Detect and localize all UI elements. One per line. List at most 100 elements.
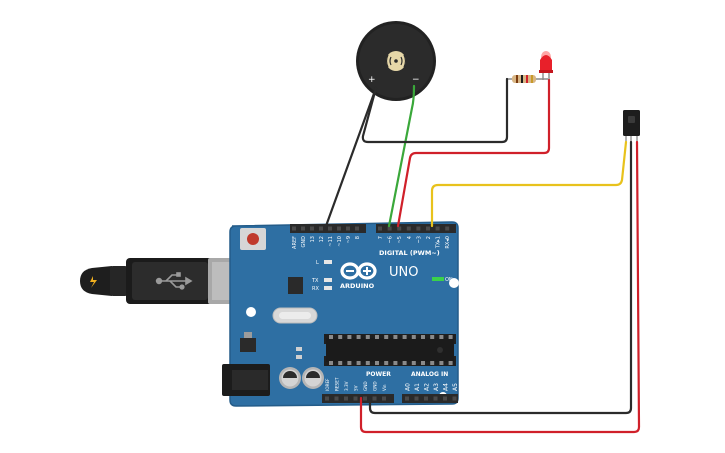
chip-leg [384,361,389,365]
capacitor [302,367,324,389]
chip-leg [365,361,370,365]
digital-pin-hole[interactable] [337,226,341,231]
on-label: ON [445,277,453,283]
chip-leg [439,361,444,365]
atmega-chip [324,334,456,366]
buzzer-plus-label: + [368,75,376,85]
wire-black-resistor-gnd[interactable] [361,77,509,144]
chip-leg [365,335,370,339]
digital-pin-label: ~11 [328,236,334,247]
analog-pin-hole[interactable] [452,396,457,401]
digital-pin-hole[interactable] [387,226,392,231]
piezo-buzzer[interactable]: + − [356,21,436,101]
analog-pin-label: A0 [405,383,412,391]
power-pin-label: Vin [382,384,387,391]
power-pin-hole[interactable] [334,396,339,401]
tx-led-label: TX [311,278,319,284]
wire-red-sensor-vcc[interactable] [359,140,641,434]
analog-pin-label: A2 [424,383,431,391]
chip-leg [356,335,361,339]
analog-pin-hole[interactable] [433,396,438,401]
power-pin-hole[interactable] [372,396,377,401]
power-pin-label: 3.3V [344,381,349,391]
analog-pin-label: A4 [443,383,450,391]
digital-pin-label: RX◂0 [445,236,451,249]
digital-pin-hole[interactable] [301,226,305,231]
l-led-label: L [316,260,319,266]
digital-pin-label: ~10 [337,236,343,247]
analog-pin-hole[interactable] [414,396,419,401]
power-jack[interactable] [222,364,270,396]
digital-pin-label: GND [301,236,307,248]
arduino-logo: ARDUINO UNO [340,262,418,290]
analog-pin-hole[interactable] [405,396,409,401]
voltage-regulator [240,332,256,352]
power-pin-label: IOREF [325,378,330,391]
digital-pin-hole[interactable] [310,226,314,231]
power-pin-hole[interactable] [382,396,386,401]
digital-pin-hole[interactable] [416,226,421,231]
wire-green-buzzer-pin[interactable] [387,84,416,228]
rx-led-label: RX [312,286,319,292]
digital-pin-label: ~5 [397,236,403,243]
digital-pin-hole[interactable] [435,226,440,231]
chip-leg [402,361,407,365]
digital-pin-hole[interactable] [406,226,411,231]
power-pin-hole[interactable] [344,396,348,401]
digital-pin-label: ~9 [346,236,352,243]
wire-yellow-sensor-signal[interactable] [430,140,628,228]
power-pin-label: 5V [354,385,359,391]
digital-pin-hole[interactable] [292,226,296,231]
power-label: POWER [366,371,391,378]
wire-red-led-pin[interactable] [396,78,551,228]
analog-pin-label: A1 [414,383,421,391]
digital-pin-label: 2 [426,236,432,239]
digital-pin-hole[interactable] [397,226,402,231]
digital-pin-label: 13 [310,236,316,242]
digital-pin-label: 8 [355,236,361,239]
digital-pin-hole[interactable] [328,226,332,231]
chip-leg [329,361,333,365]
reset-button[interactable] [240,228,266,250]
wire-black-buzzer-gnd[interactable] [324,86,378,228]
digital-header[interactable] [290,224,456,233]
digital-pin-hole[interactable] [378,226,382,231]
status-leds: L TX RX [311,260,332,292]
analog-pin-hole[interactable] [443,396,447,401]
digital-pin-hole[interactable] [346,226,350,231]
power-led: ON [432,277,453,283]
capacitor [279,367,301,389]
chip-leg [421,335,425,339]
digital-pin-hole[interactable] [319,226,323,231]
digital-pin-label: ~3 [416,236,422,243]
chip-leg [421,361,425,365]
chip-leg [448,361,453,365]
analog-in-label: ANALOG IN [411,371,448,378]
power-pin-hole[interactable] [363,396,367,401]
chip-leg [338,335,343,339]
digital-pin-hole[interactable] [355,226,359,231]
uno-label: UNO [389,265,418,280]
digital-pin-hole[interactable] [445,226,450,231]
resistor[interactable] [506,75,548,83]
power-pin-hole[interactable] [353,396,358,401]
chip-leg [347,361,352,365]
digital-pin-label: 7 [378,236,384,239]
power-pin-hole[interactable] [325,396,329,401]
chip-leg [393,361,398,365]
chip-leg [430,361,435,365]
analog-pin-hole[interactable] [424,396,428,401]
digital-pin-label: TX▸1 [436,236,442,249]
red-led[interactable] [539,51,553,80]
digital-pin-hole[interactable] [426,226,430,231]
ir-receiver-sensor[interactable] [623,110,640,142]
power-pin-label: GND [363,381,368,391]
digital-pin-label: 12 [319,236,325,242]
wire-black-sensor-gnd[interactable] [368,140,633,415]
buzzer-minus-label: − [412,75,420,85]
usb-controller-chip [288,277,303,294]
power-header[interactable] [322,394,458,403]
